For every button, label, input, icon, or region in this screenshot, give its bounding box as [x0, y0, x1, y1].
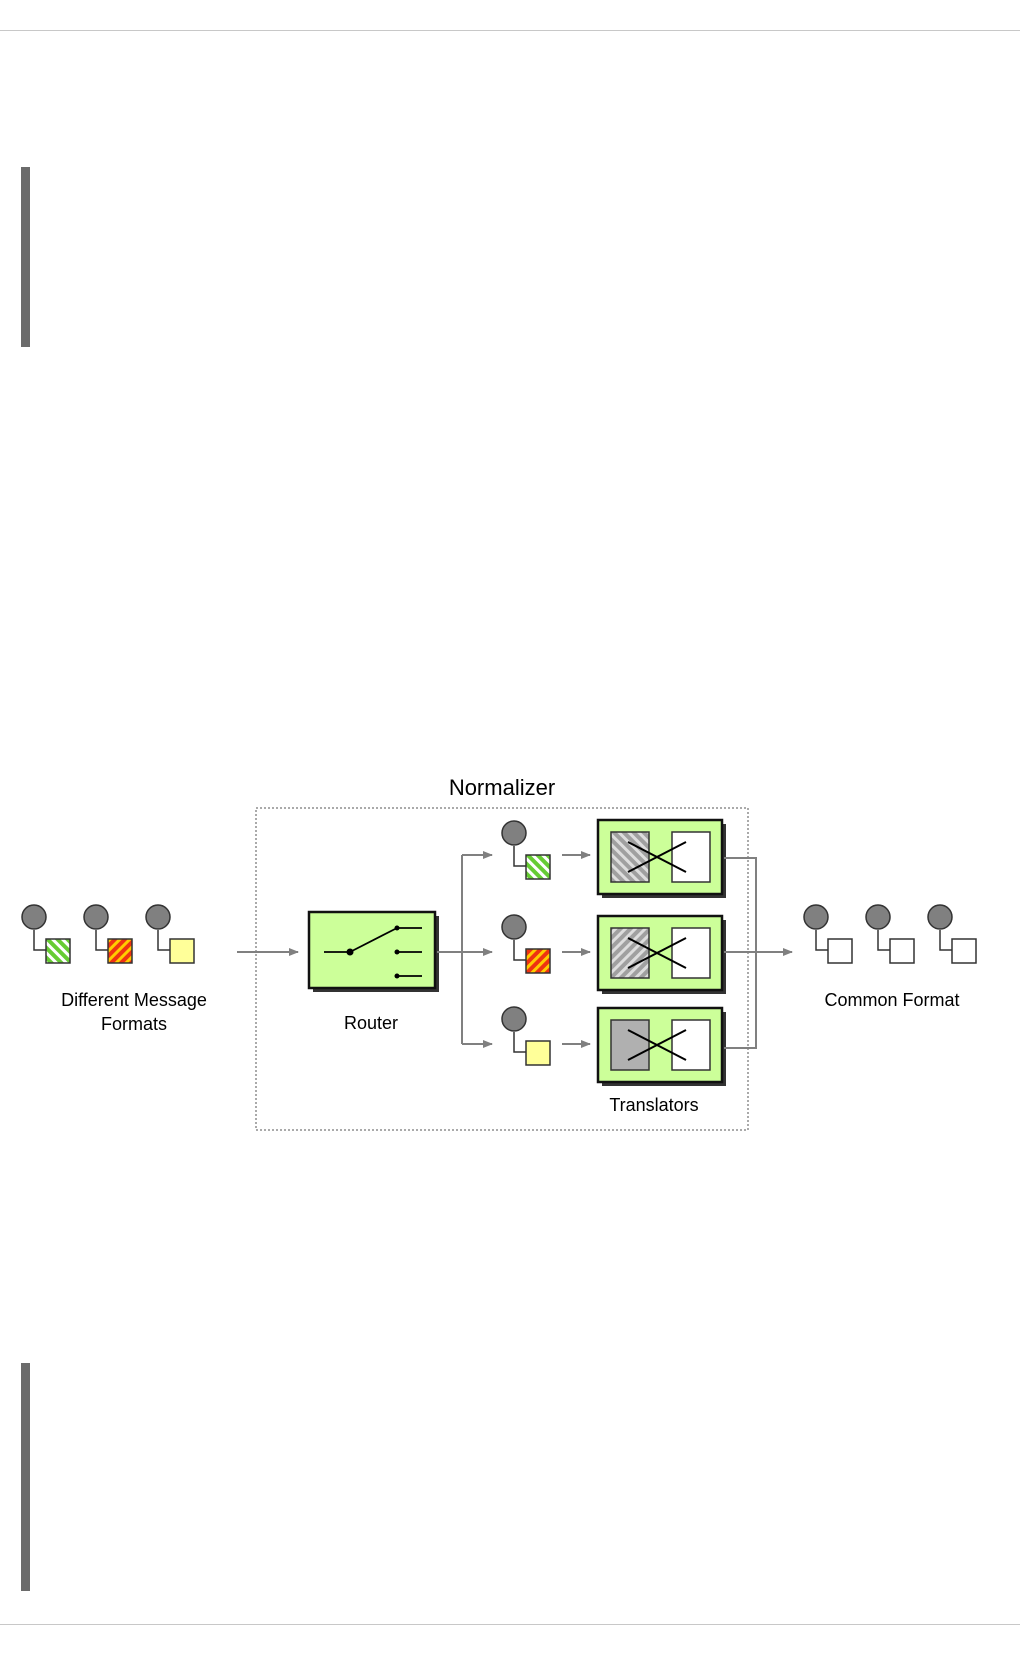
translator-module-2 — [596, 914, 726, 994]
output-message-3 — [927, 904, 977, 964]
input-message-green — [21, 904, 71, 964]
normalizer-title: Normalizer — [449, 775, 555, 800]
routed-message-green — [501, 820, 551, 880]
top-rule — [0, 30, 1020, 31]
merge-line-bottom — [724, 952, 757, 1049]
input-label-line1: Different Message — [61, 990, 207, 1010]
normalizer-boundary — [255, 807, 749, 1131]
note-sidebar-bar — [21, 167, 30, 347]
bottom-rule — [0, 1624, 1020, 1625]
input-message-yellow — [145, 904, 195, 964]
input-label-line2: Formats — [101, 1014, 167, 1034]
translators-label: Translators — [609, 1095, 698, 1115]
output-message-2 — [865, 904, 915, 964]
merge-line-top — [724, 857, 757, 952]
routed-message-yellow — [501, 1006, 551, 1066]
translator-module-3 — [596, 1006, 726, 1086]
translator-module-1 — [596, 818, 726, 898]
input-message-red — [83, 904, 133, 964]
output-message-1 — [803, 904, 853, 964]
normalizer-diagram: Normalizer Different Message Formats Rou… — [21, 775, 977, 1131]
output-label: Common Format — [824, 990, 959, 1010]
message-format-yellow — [169, 938, 195, 964]
router-label: Router — [344, 1013, 398, 1033]
note-sidebar-bar-2 — [21, 1363, 30, 1591]
message-format-green — [45, 938, 71, 964]
router-module — [307, 910, 439, 992]
message-format-red — [107, 938, 133, 964]
routed-message-red — [501, 914, 551, 974]
